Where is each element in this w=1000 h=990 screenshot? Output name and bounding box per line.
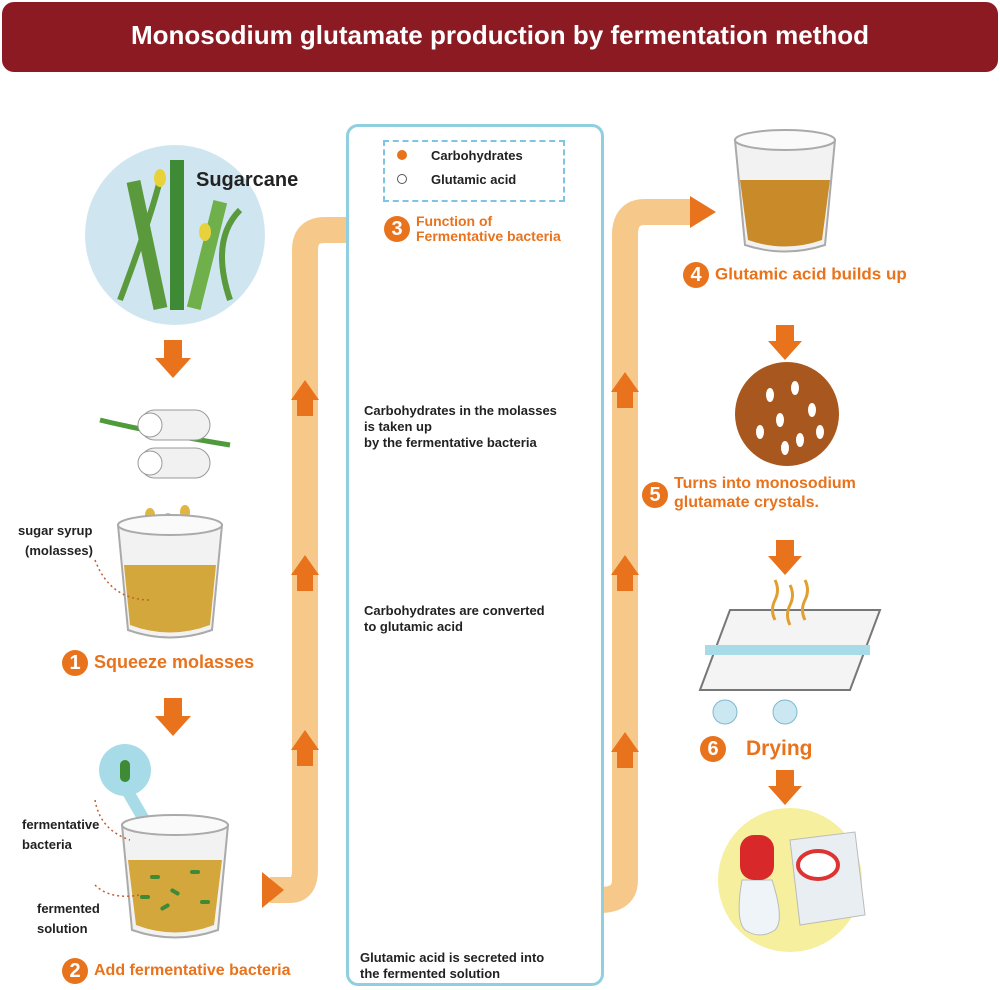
step-4: 4 Glutamic acid builds up xyxy=(683,262,907,288)
step-6-label: Drying xyxy=(746,736,813,760)
fermentation-panel xyxy=(346,124,604,986)
step-3-number: 3 xyxy=(384,216,410,242)
caption-uptake: Carbohydrates in the molasses is taken u… xyxy=(364,403,557,451)
fermentation-beaker-icon xyxy=(120,814,230,939)
drying-rack-icon xyxy=(698,579,882,725)
step-1-label: Squeeze molasses xyxy=(94,651,255,672)
molasses-label: (molasses) xyxy=(25,543,93,558)
caption-secretion-line1: Glutamic acid is secreted into xyxy=(360,950,545,965)
step-2-label: Add fermentative bacteria xyxy=(94,962,291,980)
step-2: 2 Add fermentative bacteria xyxy=(62,958,291,984)
msg-package-icon xyxy=(718,808,866,952)
step-4-number: 4 xyxy=(683,262,709,288)
step-3-label-line2: Fermentative bacteria xyxy=(416,228,561,244)
caption-uptake-line3: by the fermentative bacteria xyxy=(364,435,537,450)
caption-conversion: Carbohydrates are converted to glutamic … xyxy=(364,603,545,635)
bacteria-pointer xyxy=(94,799,131,841)
step-6: 6 Drying xyxy=(700,736,813,762)
legend: Carbohydrates Glutamic acid xyxy=(383,140,565,202)
msg-crystals-icon xyxy=(735,362,839,466)
solution-label: solution xyxy=(37,921,88,936)
step-5-label-line2: glutamate crystals. xyxy=(674,494,819,511)
fermented-label: fermented xyxy=(37,901,100,916)
step-3: 3 Function of Fermentative bacteria xyxy=(384,214,561,244)
caption-uptake-line2: is taken up xyxy=(364,419,432,434)
molasses-pointer xyxy=(94,559,151,601)
step-1: 1 Squeeze molasses xyxy=(62,650,254,676)
flow-band-left xyxy=(270,217,355,903)
step-5-label: Turns into monosodium glutamate crystals… xyxy=(674,474,856,512)
step-6-number: 6 xyxy=(700,736,726,762)
glutamic-acid-beaker-icon xyxy=(733,129,837,253)
legend-glutamic-acid-label: Glutamic acid xyxy=(431,172,517,187)
step-2-number: 2 xyxy=(62,958,88,984)
flow-arrow-start xyxy=(262,872,284,908)
step-5-number: 5 xyxy=(642,482,668,508)
caption-uptake-line1: Carbohydrates in the molasses xyxy=(364,403,557,418)
glutamic-acid-dot-icon xyxy=(397,174,407,184)
caption-conversion-line1: Carbohydrates are converted xyxy=(364,603,545,618)
up-arrows-left xyxy=(291,380,319,766)
carbohydrate-dot-icon xyxy=(397,150,407,160)
up-arrows-right xyxy=(611,372,639,768)
solution-pointer xyxy=(94,884,141,897)
caption-secretion-line2: the fermented solution xyxy=(360,966,501,981)
step-3-label: Function of Fermentative bacteria xyxy=(416,214,561,244)
fermentative-label: fermentative xyxy=(22,817,100,832)
step-5: 5 Turns into monosodium glutamate crysta… xyxy=(642,474,856,512)
roller-squeezer-icon xyxy=(99,409,231,527)
step-3-label-line1: Function of xyxy=(416,213,493,229)
legend-carbohydrates-label: Carbohydrates xyxy=(431,148,523,163)
sugarcane-icon xyxy=(117,160,243,311)
down-arrows-right xyxy=(768,325,802,805)
page-title: Monosodium glutamate production by ferme… xyxy=(2,2,998,72)
legend-carbohydrates: Carbohydrates xyxy=(397,148,523,163)
flow-arrow-to-step4 xyxy=(690,196,716,228)
legend-glutamic-acid: Glutamic acid xyxy=(397,172,516,187)
caption-secretion: Glutamic acid is secreted into the ferme… xyxy=(360,950,544,982)
sugarcane-label: Sugarcane xyxy=(196,169,299,191)
caption-conversion-line2: to glutamic acid xyxy=(364,619,463,634)
step-4-label: Glutamic acid builds up xyxy=(715,264,907,284)
step-1-number: 1 xyxy=(62,650,88,676)
step-5-label-line1: Turns into monosodium xyxy=(674,475,856,492)
sugar-syrup-label: sugar syrup xyxy=(18,523,93,538)
down-arrows-left xyxy=(155,340,191,736)
bacteria-label: bacteria xyxy=(22,837,72,852)
molasses-beaker-icon xyxy=(116,514,224,639)
